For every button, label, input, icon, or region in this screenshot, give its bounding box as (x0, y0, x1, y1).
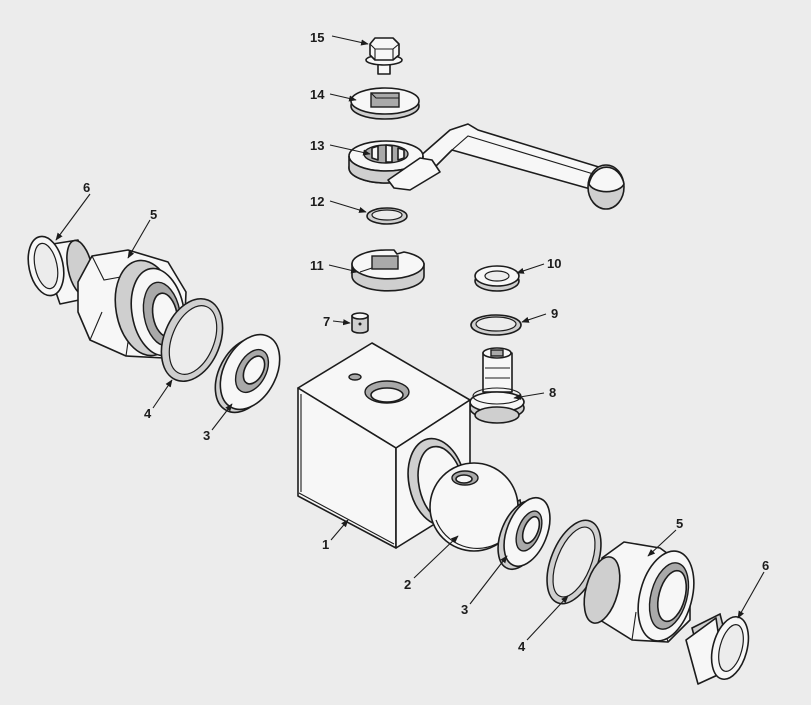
callout-5-left: 5 (150, 207, 157, 222)
callout-7: 7 (323, 314, 330, 329)
callout-9: 9 (551, 306, 558, 321)
callout-3-right: 3 (461, 602, 468, 617)
part-12-o-ring (366, 207, 408, 225)
callout-14: 14 (310, 87, 325, 102)
callout-6-right: 6 (762, 558, 769, 573)
part-15-bolt (365, 37, 403, 75)
callout-15: 15 (310, 30, 324, 45)
part-6-sleeve-right (685, 612, 750, 685)
callout-1: 1 (322, 537, 329, 552)
part-4-ring-left (160, 297, 224, 383)
callout-4-left: 4 (144, 406, 152, 421)
part-14-washer-plate (350, 87, 420, 120)
callout-4-right: 4 (518, 639, 526, 654)
part-13-handle (348, 123, 625, 210)
part-3-seat-right (497, 496, 551, 571)
part-3-seat-left (214, 333, 281, 414)
callout-3-left: 3 (203, 428, 210, 443)
part-10-ring (474, 265, 520, 292)
callout-10: 10 (547, 256, 561, 271)
callout-5-right: 5 (676, 516, 683, 531)
part-8-stem (469, 347, 525, 424)
part-7-pin (351, 312, 369, 334)
part-9-o-ring (470, 314, 522, 336)
callout-12: 12 (310, 194, 324, 209)
part-5-nut-right (583, 541, 695, 643)
callout-13: 13 (310, 138, 324, 153)
part-11-stop-plate (351, 249, 425, 292)
callout-11: 11 (310, 258, 324, 273)
callout-8: 8 (549, 385, 556, 400)
callout-2: 2 (404, 577, 411, 592)
leader-lines (55, 35, 765, 641)
callout-6-left: 6 (83, 180, 90, 195)
callout-labels: 15 14 13 12 11 7 10 9 8 6 5 4 3 1 2 3 4 … (83, 30, 769, 654)
